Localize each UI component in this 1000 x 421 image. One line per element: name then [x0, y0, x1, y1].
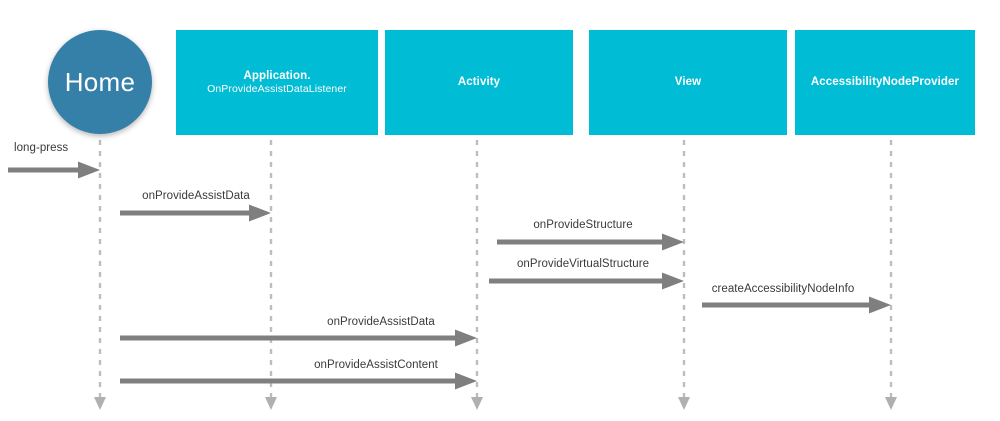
lifeline-accessibilitynodeprovider-arrowhead-icon — [885, 397, 897, 410]
message-onprovideassistdata-1-label: onProvideAssistData — [142, 190, 250, 202]
lifeline-activity-arrowhead-icon — [471, 397, 483, 410]
participant-accessibilitynodeprovider[interactable]: AccessibilityNodeProvider — [795, 30, 975, 135]
message-onprovideassistdata-1-arrowhead-icon — [249, 204, 271, 222]
lifeline-home-arrowhead-icon — [94, 397, 106, 410]
message-createaccessibilitynodeinfo-label: createAccessibilityNodeInfo — [711, 283, 855, 295]
message-onprovidevirtualstructure-arrowhead-icon — [662, 272, 684, 290]
participant-subtitle: OnProvideAssistDataListener — [207, 83, 347, 96]
participant-title: AccessibilityNodeProvider — [810, 75, 960, 88]
message-onprovidestructure-arrowhead-icon — [662, 233, 684, 251]
participant-application-onprovideassistdatalistener[interactable]: Application.OnProvideAssistDataListener — [176, 30, 378, 135]
message-onprovideassistdata-2-label: onProvideAssistData — [327, 316, 435, 328]
participant-title: Activity — [457, 75, 501, 88]
participant-view[interactable]: View — [589, 30, 787, 135]
participant-title: View — [674, 75, 702, 88]
message-arrow-group — [8, 161, 891, 390]
message-long-press-label: long-press — [14, 142, 69, 154]
lifeline-application-arrowhead-icon — [265, 397, 277, 410]
message-long-press-arrowhead-icon — [78, 161, 100, 179]
message-onprovidevirtualstructure-label: onProvideVirtualStructure — [516, 258, 650, 270]
message-onprovideassistcontent-arrowhead-icon — [455, 372, 477, 390]
lifeline-view-arrowhead-icon — [678, 397, 690, 410]
lifeline-group — [94, 140, 897, 410]
participant-activity[interactable]: Activity — [385, 30, 573, 135]
message-onprovidestructure-label: onProvideStructure — [533, 219, 633, 231]
message-onprovideassistdata-2-arrowhead-icon — [455, 329, 477, 347]
participant-title: Application. — [243, 69, 311, 82]
message-onprovideassistcontent-label: onProvideAssistContent — [314, 359, 438, 371]
message-createaccessibilitynodeinfo-arrowhead-icon — [869, 296, 891, 314]
home-actor[interactable]: Home — [48, 30, 152, 134]
home-actor-label: Home — [64, 66, 136, 97]
